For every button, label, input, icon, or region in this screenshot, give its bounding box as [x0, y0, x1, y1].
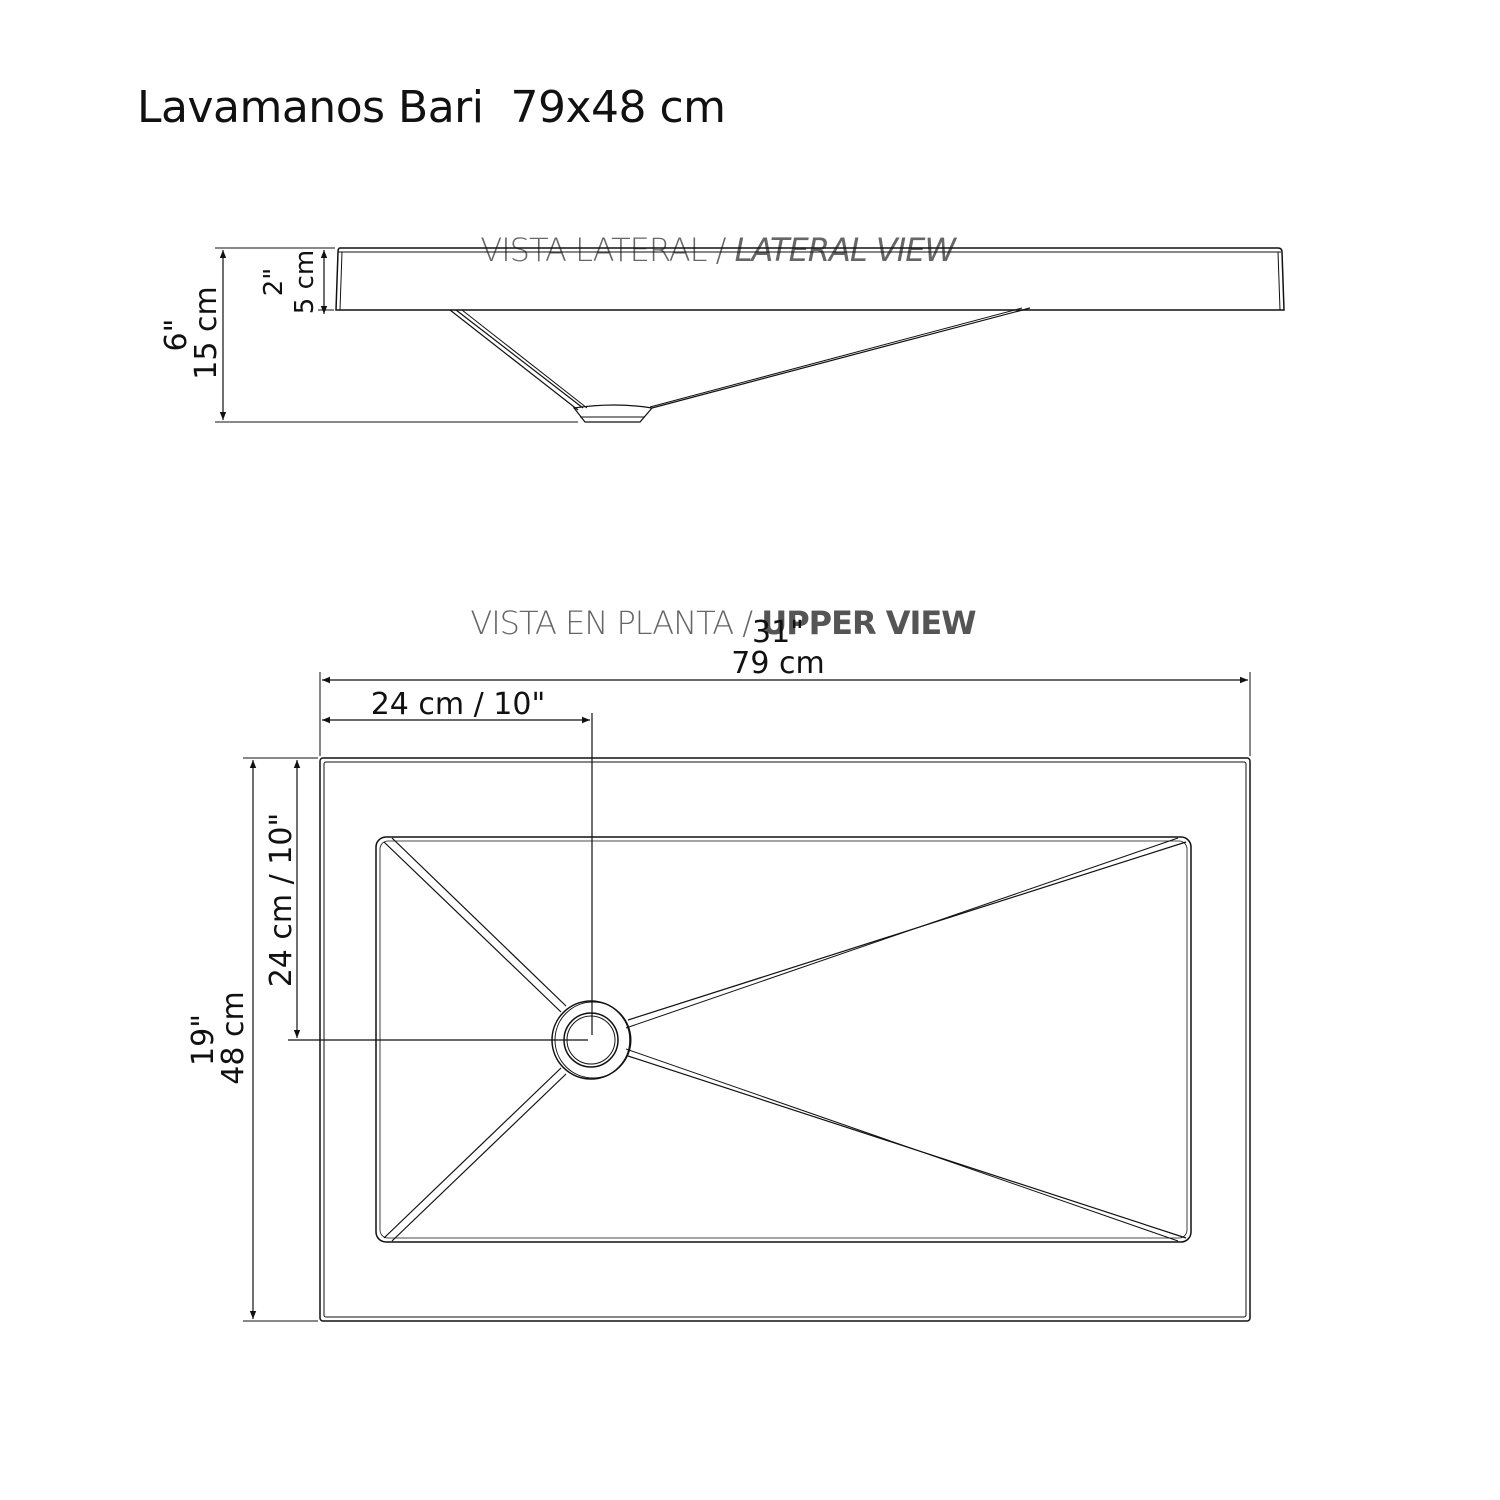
lateral-view-heading: VISTA LATERAL / LATERAL VIEW — [462, 193, 956, 269]
lateral-view-drawing — [335, 247, 1285, 423]
lateral-view-heading-en: LATERAL VIEW — [734, 231, 956, 269]
upper-dimensions — [243, 672, 1251, 1322]
upper-view-heading: VISTA EN PLANTA / UPPER VIEW — [452, 566, 976, 642]
basin-right-slope — [651, 307, 1031, 409]
width-cm: 79 cm — [731, 646, 824, 681]
rim-height-cm: 5 cm — [290, 250, 320, 314]
drain-y-offset: 24 cm / 10" — [264, 813, 299, 988]
rim-outline — [335, 247, 1285, 311]
depth-cm: 48 cm — [216, 991, 251, 1084]
upper-view-heading-es: VISTA EN PLANTA / — [470, 604, 762, 642]
drawing-title: Lavamanos Bari 79x48 cm — [137, 82, 726, 133]
slope-line-bottom-left — [383, 1067, 562, 1239]
total-height-cm: 15 cm — [189, 286, 224, 379]
basin-left-slope — [449, 309, 579, 411]
slope-line-top-left — [383, 841, 562, 1013]
width-inches: 31" — [752, 615, 804, 650]
lateral-dimensions — [215, 247, 578, 423]
depth-inches: 19" — [186, 1014, 221, 1066]
drain-x-offset: 24 cm / 10" — [371, 687, 546, 722]
rim-height-inches: 2" — [259, 268, 289, 297]
lateral-view-heading-es: VISTA LATERAL / — [480, 231, 735, 269]
total-height-inches: 6" — [159, 319, 194, 352]
upper-view-heading-en: UPPER VIEW — [761, 604, 976, 642]
